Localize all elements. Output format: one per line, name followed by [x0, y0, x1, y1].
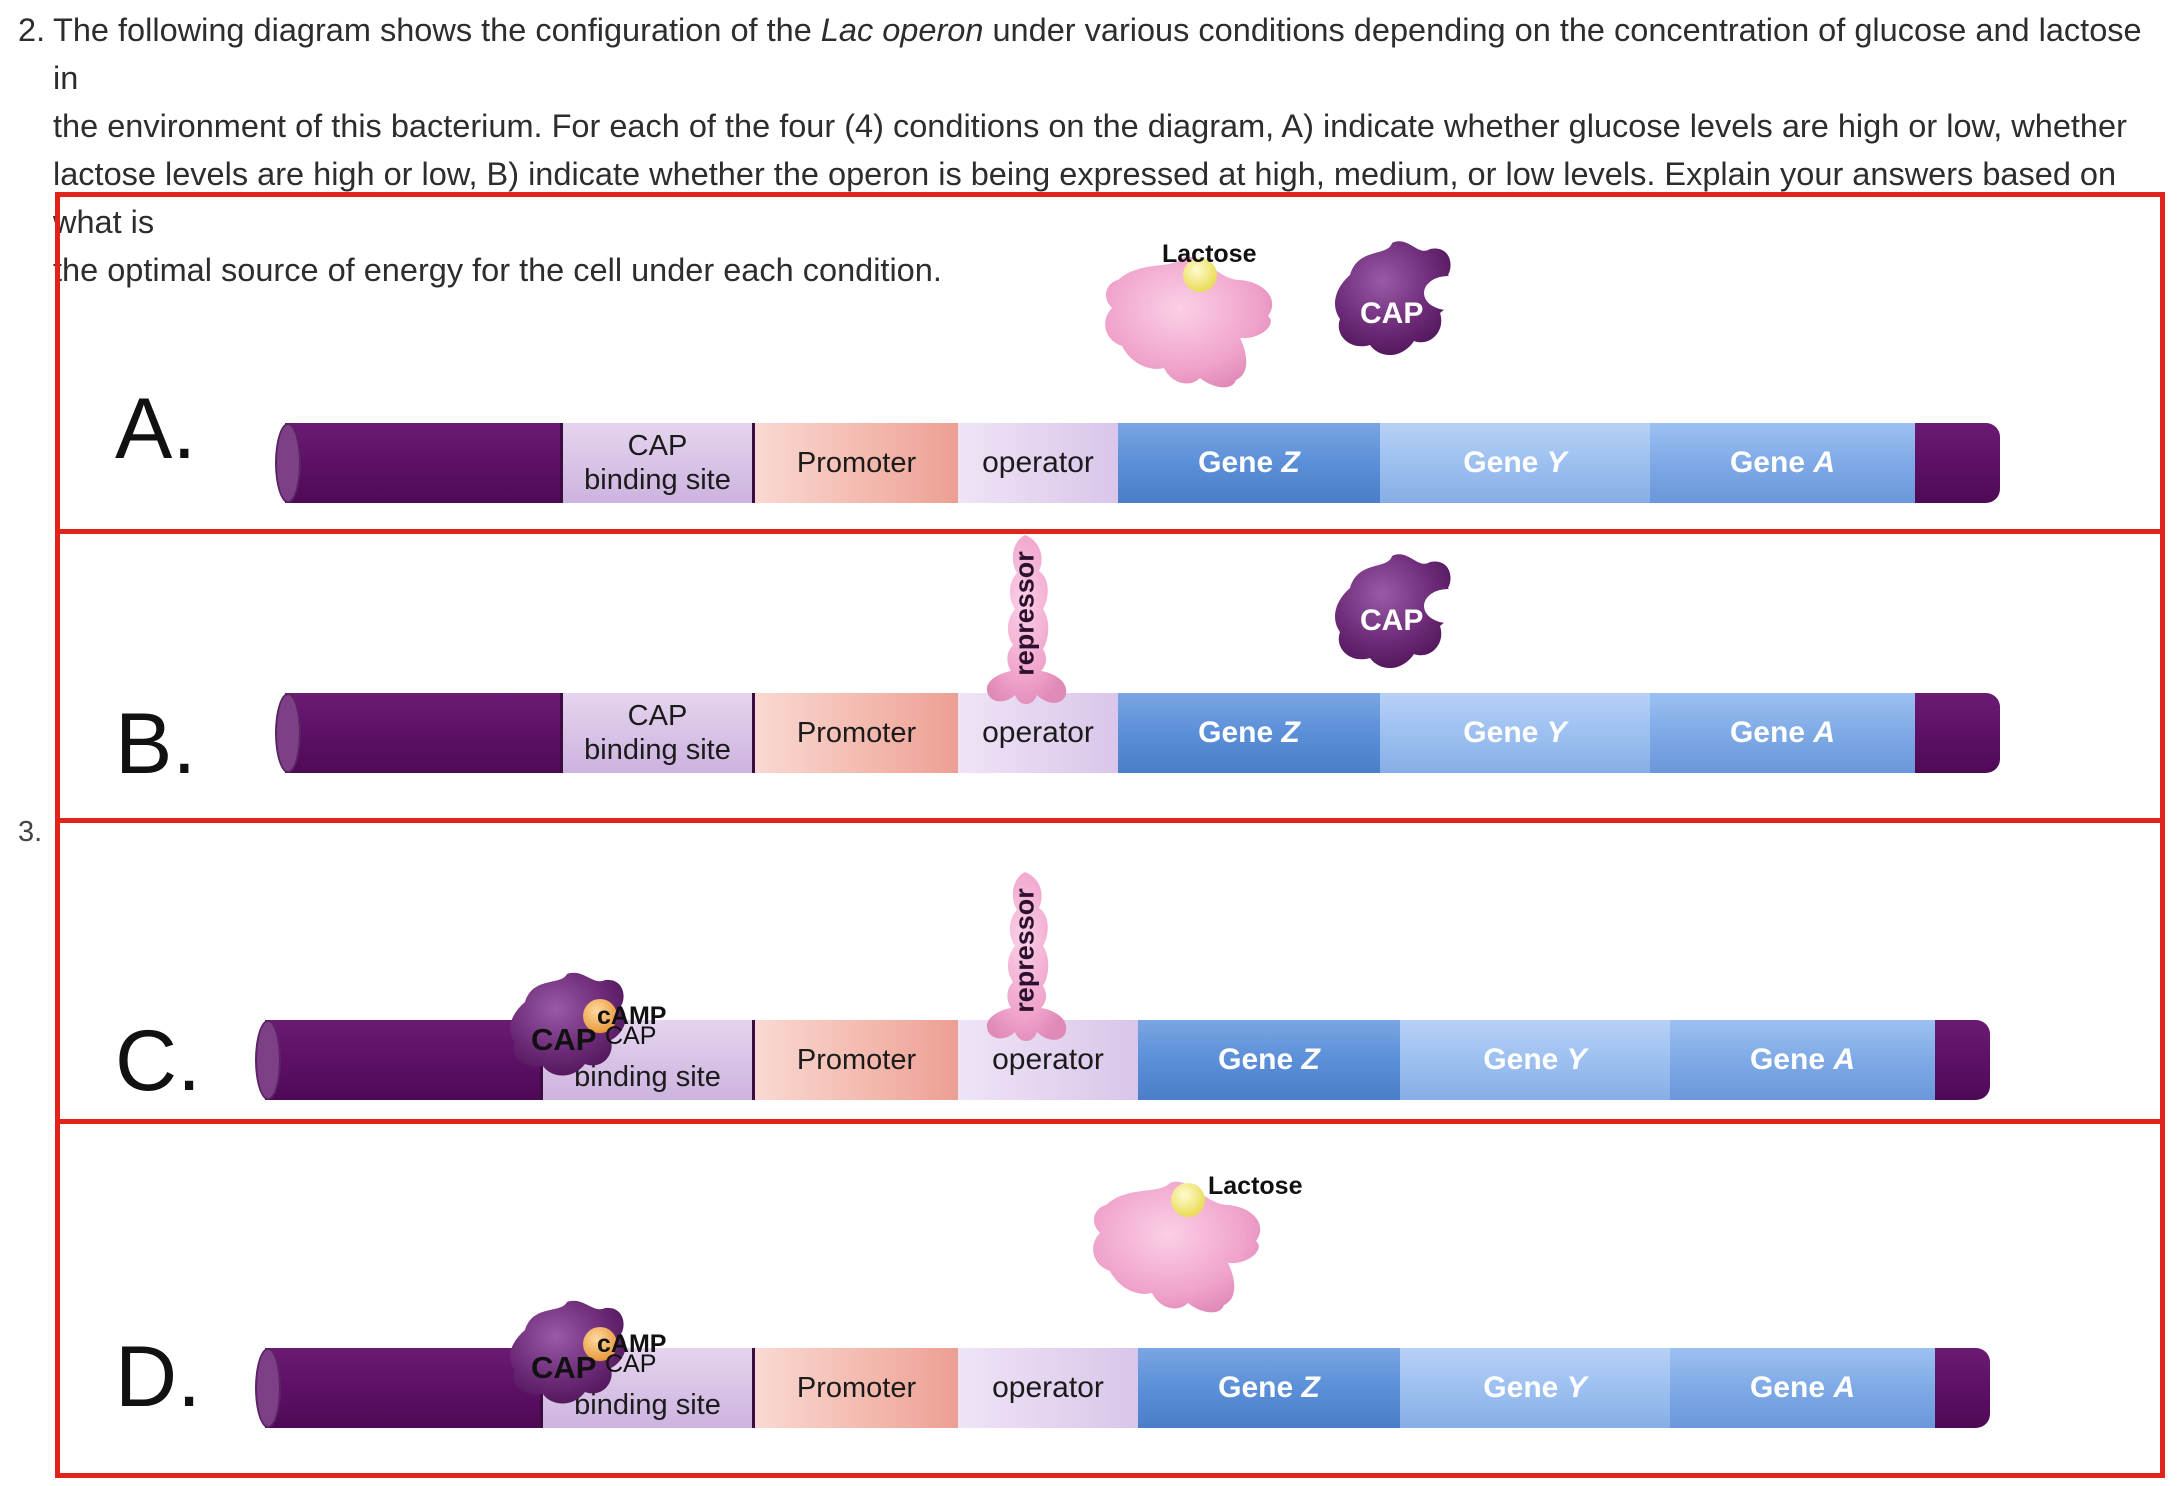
cap-protein: [510, 972, 626, 1076]
cap-site-label: CAP: [605, 1022, 657, 1050]
gene-y: Gene Y: [1380, 693, 1650, 773]
side-number: 3.: [18, 816, 43, 848]
lactose-label: Lactose: [1208, 1172, 1303, 1200]
question-line-4: the optimal source of energy for the cel…: [53, 252, 942, 288]
dna-downstream: [1935, 1348, 1990, 1428]
dna-downstream: [1935, 1020, 1990, 1100]
promoter: Promoter: [755, 423, 958, 503]
camp-site-empty: [1424, 276, 1472, 310]
repressor-lactose-complex: [1105, 256, 1273, 388]
panel-divider: [55, 529, 2165, 534]
operator: operator: [958, 693, 1118, 773]
question-number: 2.: [18, 12, 46, 48]
dna-end-cap: [275, 423, 301, 503]
dna-strand: CAP binding site Promoter operator Gene …: [275, 423, 2010, 503]
operator: operator: [958, 423, 1118, 503]
gene-a: Gene A: [1650, 423, 1915, 503]
camp-molecule: [583, 999, 617, 1033]
repressor-protein: [1105, 256, 1273, 388]
camp-label: cAMP: [597, 1002, 667, 1030]
cap-label: CAP: [531, 1022, 597, 1057]
cap-binding-site: CAP binding site: [560, 693, 755, 773]
diagram-frame: [55, 192, 2165, 1478]
question-text: 2. The following diagram shows the confi…: [18, 6, 2148, 294]
repressor-label: repressor: [1009, 551, 1040, 676]
dna-end-cap: [275, 693, 301, 773]
promoter: Promoter: [755, 693, 958, 773]
dna-downstream: [1915, 423, 2000, 503]
panel-letter: A.: [115, 381, 197, 477]
gene-y: Gene Y: [1400, 1348, 1670, 1428]
panel-letter: D.: [115, 1329, 201, 1425]
cap-protein-shape: [1335, 241, 1454, 356]
lactose-molecule: [1183, 258, 1217, 292]
gene-z: Gene Z: [1138, 1020, 1400, 1100]
cap-label: CAP: [1360, 604, 1424, 637]
gene-a: Gene A: [1650, 693, 1915, 773]
repressor-shape: [986, 872, 1067, 1041]
cap-protein: [1335, 554, 1472, 669]
panel-divider: [55, 818, 2165, 823]
question-line-1: The following diagram shows the configur…: [53, 12, 2142, 96]
dna-end-cap: [255, 1348, 281, 1428]
lactose-label: Lactose: [1162, 240, 1257, 268]
dna-strand: CAP binding site Promoter operator Gene …: [275, 693, 2010, 773]
repressor-label: repressor: [1009, 888, 1040, 1013]
promoter: Promoter: [755, 1348, 958, 1428]
gene-a: Gene A: [1670, 1020, 1935, 1100]
dna-downstream: [1915, 693, 2000, 773]
dna-end-cap: [255, 1020, 281, 1100]
cap-site-label: CAP: [605, 1350, 657, 1378]
repressor-protein: [986, 872, 1067, 1041]
promoter: Promoter: [755, 1020, 958, 1100]
operator: operator: [958, 1348, 1138, 1428]
panel-letter: B.: [115, 696, 197, 792]
cap-camp-complex: [510, 1300, 626, 1404]
gene-z: Gene Z: [1118, 423, 1380, 503]
repressor-protein: [1093, 1181, 1261, 1313]
cap-protein-shape: [1335, 554, 1454, 669]
cap-protein: [510, 1300, 626, 1404]
panel-divider: [55, 1119, 2165, 1124]
question-line-3: lactose levels are high or low, B) indic…: [53, 156, 2117, 240]
repressor-protein: [986, 535, 1067, 704]
question-line-2: the environment of this bacterium. For e…: [53, 108, 2127, 144]
cap-protein: [1335, 241, 1472, 356]
gene-z: Gene Z: [1118, 693, 1380, 773]
cap-label: CAP: [1360, 297, 1424, 330]
repressor-shape: [986, 535, 1067, 704]
camp-molecule: [583, 1327, 617, 1361]
camp-site-empty: [1424, 589, 1472, 623]
panel-letter: C.: [115, 1013, 201, 1109]
cap-camp-complex: [510, 972, 626, 1076]
gene-z: Gene Z: [1138, 1348, 1400, 1428]
camp-label: cAMP: [597, 1330, 667, 1358]
cap-label: CAP: [531, 1350, 597, 1385]
gene-y: Gene Y: [1380, 423, 1650, 503]
cap-binding-site: CAP binding site: [560, 423, 755, 503]
gene-y: Gene Y: [1400, 1020, 1670, 1100]
gene-a: Gene A: [1670, 1348, 1935, 1428]
repressor-lactose-complex: [1093, 1181, 1261, 1313]
lactose-molecule: [1171, 1183, 1205, 1217]
